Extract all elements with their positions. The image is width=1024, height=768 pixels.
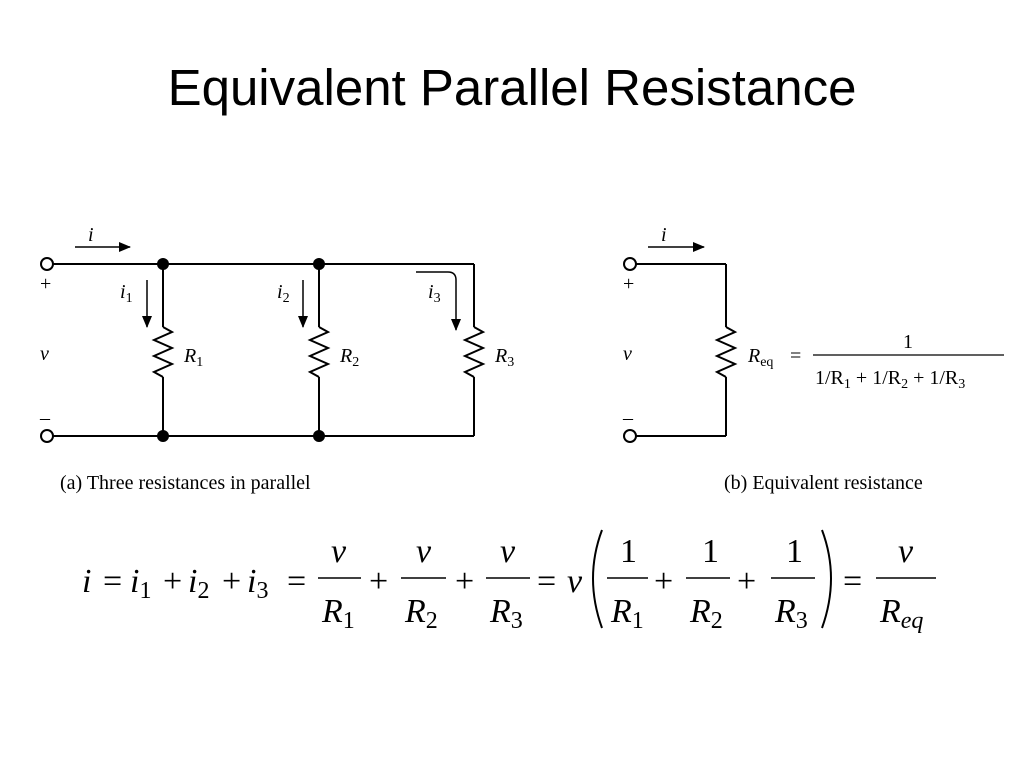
label-i-b: i <box>661 224 667 246</box>
label-minus-b: – <box>622 407 634 429</box>
node-a3 <box>157 430 169 442</box>
label-v-a: v <box>40 343 49 365</box>
frac4-num: 1 <box>620 533 637 570</box>
terminal-top-b <box>623 257 637 271</box>
left-paren <box>592 529 603 629</box>
resistor-r1 <box>151 326 175 378</box>
slide-title: Equivalent Parallel Resistance <box>167 59 857 116</box>
node-a4 <box>313 430 325 442</box>
frac1-num: v <box>331 533 347 570</box>
main-equation: i = i1 + i2 + i3 = v R1 + v R2 + v R3 = … <box>82 533 923 634</box>
eq-equals-3: = <box>537 563 556 600</box>
frac5-num: 1 <box>702 533 719 570</box>
frac1-den: R1 <box>321 593 355 634</box>
eq-equals-1: = <box>103 563 122 600</box>
eq-plus-2: + <box>222 563 241 600</box>
eq-plus-4: + <box>455 563 474 600</box>
arrow-i3 <box>416 271 461 331</box>
circuit-a <box>40 257 486 443</box>
label-r3: R3 <box>494 345 514 370</box>
eq-equals-2: = <box>287 563 306 600</box>
frac3-den: R3 <box>489 593 523 634</box>
req-equals: = <box>790 345 801 367</box>
label-i1: i1 <box>120 281 133 306</box>
eq-plus-3: + <box>369 563 388 600</box>
nodes-a <box>157 258 325 442</box>
eq-plus-5: + <box>654 563 673 600</box>
terminal-top-a <box>40 257 54 271</box>
resistor-r3 <box>462 326 486 378</box>
current-arrows-a <box>75 242 461 331</box>
frac2-num: v <box>416 533 432 570</box>
eq-i2: i2 <box>188 563 209 604</box>
node-a2 <box>313 258 325 270</box>
terminal-bottom-b <box>623 429 637 443</box>
frac4-den: R1 <box>610 593 644 634</box>
label-i3: i3 <box>428 281 441 306</box>
frac6-den: R3 <box>774 593 808 634</box>
frac7-den: Req <box>879 593 923 634</box>
labels-a: i + v – i1 R1 i2 R2 i3 R3 (a) Three resi… <box>39 224 514 494</box>
node-a1 <box>157 258 169 270</box>
label-i-a: i <box>88 224 94 246</box>
terminal-bottom-a <box>40 429 54 443</box>
eq-lhs: i <box>82 563 91 600</box>
caption-b: (b) Equivalent resistance <box>724 472 923 494</box>
frac7-num: v <box>898 533 914 570</box>
caption-a: (a) Three resistances in parallel <box>60 472 311 494</box>
eq-equals-4: = <box>843 563 862 600</box>
circuit-b <box>623 257 738 443</box>
label-i2: i2 <box>277 281 290 306</box>
eq-i1: i1 <box>130 563 151 604</box>
label-plus-a: + <box>40 273 51 295</box>
label-r2: R2 <box>339 345 359 370</box>
label-v-b: v <box>623 343 632 365</box>
label-r1: R1 <box>183 345 203 370</box>
right-paren <box>821 529 832 629</box>
eq-plus-6: + <box>737 563 756 600</box>
req-denominator: 1/R1 + 1/R2 + 1/R3 <box>815 367 965 392</box>
frac5-den: R2 <box>689 593 723 634</box>
eq-plus-1: + <box>163 563 182 600</box>
labels-b: i + v – Req = 1 1/R1 + 1/R2 + 1/R3 (b) E… <box>622 224 965 494</box>
eq-v-factor: v <box>567 563 583 600</box>
frac3-num: v <box>500 533 516 570</box>
equation-strokes <box>318 529 936 629</box>
label-plus-b: + <box>623 273 634 295</box>
eq-i3: i3 <box>247 563 268 604</box>
frac6-num: 1 <box>786 533 803 570</box>
label-req: Req <box>747 345 773 370</box>
frac2-den: R2 <box>404 593 438 634</box>
resistor-r2 <box>307 326 331 378</box>
req-numerator: 1 <box>903 331 913 353</box>
label-minus-a: – <box>39 407 51 429</box>
resistor-req <box>714 326 738 378</box>
